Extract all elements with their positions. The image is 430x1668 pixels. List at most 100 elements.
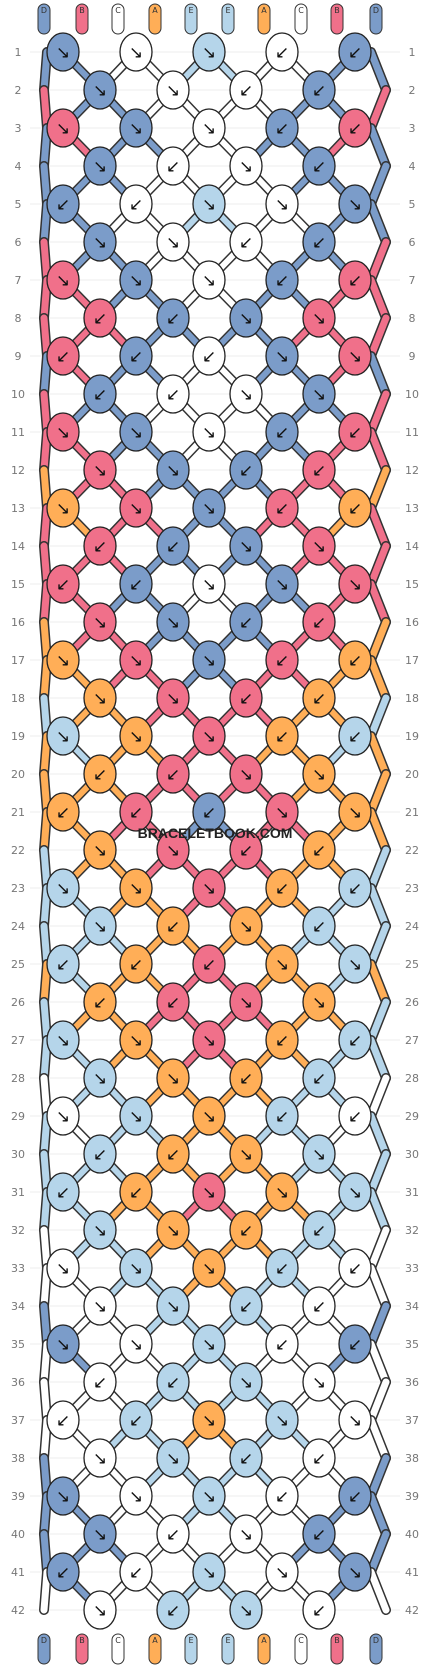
knot: [119, 412, 153, 452]
knot-arrow-icon: ↙: [275, 1107, 289, 1127]
top-end-label: E: [188, 6, 193, 15]
knot: [192, 1172, 226, 1212]
knot: [338, 564, 372, 604]
knot: [156, 1134, 190, 1174]
knot: [338, 488, 372, 528]
bottom-end-string: [257, 1633, 271, 1665]
knot: [229, 70, 263, 110]
knot-arrow-icon: ↙: [348, 1107, 362, 1127]
row-number-left: 23: [11, 882, 25, 895]
right-edge-string: [367, 1226, 390, 1272]
row-number-left: 30: [11, 1148, 25, 1161]
knot-arrow-icon: ↙: [166, 309, 180, 329]
knot-arrow-icon: ↘: [129, 499, 143, 519]
right-edge-string: [367, 998, 390, 1044]
knot-arrow-icon: ↙: [275, 879, 289, 899]
row-number-left: 19: [11, 730, 25, 743]
knot: [338, 260, 372, 300]
knot: [156, 1590, 190, 1630]
knot-arrow-icon: ↘: [166, 689, 180, 709]
knot: [83, 298, 117, 338]
top-end-label: D: [41, 6, 47, 15]
right-edge-string: [367, 1264, 390, 1310]
knot: [192, 1248, 226, 1288]
knot-arrow-icon: ↘: [202, 1411, 216, 1431]
knot-arrow-icon: ↙: [56, 575, 70, 595]
knot-arrow-icon: ↙: [166, 157, 180, 177]
row-number-right: 17: [405, 654, 419, 667]
row-number-left: 39: [11, 1490, 25, 1503]
knot-arrow-icon: ↙: [275, 727, 289, 747]
knot: [265, 564, 299, 604]
right-edge-string: [367, 656, 390, 702]
left-edge-string: [40, 732, 51, 778]
right-edge-string: [367, 86, 390, 132]
left-edge-string: [40, 1454, 51, 1500]
knot-arrow-icon: ↘: [93, 233, 107, 253]
knot-arrow-icon: ↘: [239, 917, 253, 937]
knot: [156, 70, 190, 110]
bottom-end-label: C: [298, 1636, 304, 1645]
knot: [338, 1172, 372, 1212]
left-edge-string: [40, 466, 51, 512]
knot-arrow-icon: ↙: [129, 1183, 143, 1203]
knot-arrow-icon: ↙: [275, 651, 289, 671]
knot-arrow-icon: ↘: [129, 271, 143, 291]
knot: [46, 868, 80, 908]
right-edge-string: [367, 162, 390, 208]
knot-arrow-icon: ↙: [239, 1069, 253, 1089]
knot-arrow-icon: ↘: [275, 1183, 289, 1203]
left-edge-string: [40, 276, 51, 322]
knot-arrow-icon: ↙: [202, 803, 216, 823]
knot: [46, 792, 80, 832]
bottom-end-label: D: [373, 1636, 379, 1645]
knot: [229, 1590, 263, 1630]
knot: [119, 184, 153, 224]
row-number-left: 24: [11, 920, 25, 933]
knot-arrow-icon: ↙: [275, 271, 289, 291]
knot: [302, 222, 336, 262]
right-edge-string: [367, 1454, 390, 1500]
knot: [192, 336, 226, 376]
row-number-right: 33: [405, 1262, 419, 1275]
row-number-left: 20: [11, 768, 25, 781]
row-number-left: 29: [11, 1110, 25, 1123]
knot-arrow-icon: ↘: [56, 1259, 70, 1279]
row-number-left: 33: [11, 1262, 25, 1275]
knot: [83, 222, 117, 262]
knot: [265, 412, 299, 452]
knot: [192, 32, 226, 72]
right-edge-string: [367, 1492, 390, 1538]
row-number-left: 1: [15, 46, 22, 59]
knot: [119, 1020, 153, 1060]
knot: [338, 640, 372, 680]
left-edge-string: [40, 1226, 51, 1272]
knot-arrow-icon: ↙: [312, 81, 326, 101]
knot-arrow-icon: ↙: [348, 1031, 362, 1051]
left-edge-string: [40, 1492, 51, 1538]
knot: [302, 1514, 336, 1554]
knot-arrow-icon: ↘: [56, 1107, 70, 1127]
knot-arrow-icon: ↘: [129, 727, 143, 747]
knot: [156, 982, 190, 1022]
row-number-right: 10: [405, 388, 419, 401]
knot-arrow-icon: ↘: [239, 309, 253, 329]
knot: [46, 184, 80, 224]
knot-arrow-icon: ↘: [93, 613, 107, 633]
row-number-right: 27: [405, 1034, 419, 1047]
knot-arrow-icon: ↙: [56, 803, 70, 823]
left-edge-string: [40, 1036, 51, 1082]
left-edge-string: [40, 352, 51, 398]
knot: [46, 412, 80, 452]
knot-arrow-icon: ↙: [312, 1449, 326, 1469]
knot: [338, 336, 372, 376]
row-number-left: 12: [11, 464, 25, 477]
row-number-left: 26: [11, 996, 25, 1009]
left-edge-string: [40, 694, 51, 740]
row-number-left: 28: [11, 1072, 25, 1085]
knot-arrow-icon: ↙: [275, 1031, 289, 1051]
knot: [265, 944, 299, 984]
knot: [229, 1362, 263, 1402]
